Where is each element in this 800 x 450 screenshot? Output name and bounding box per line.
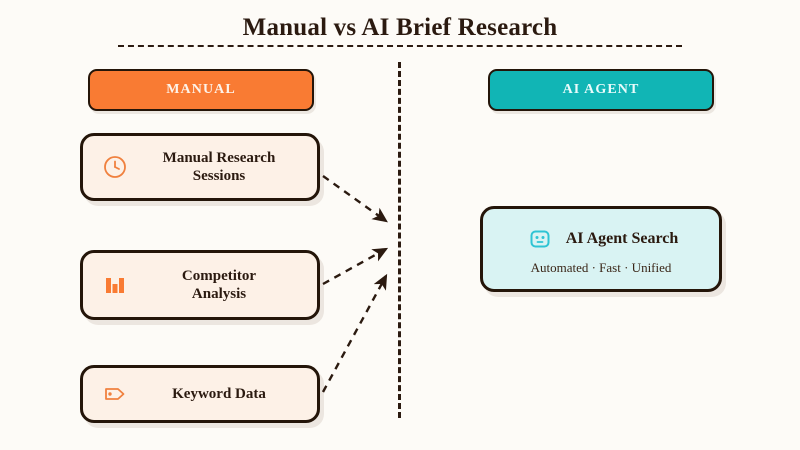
tag-icon	[99, 378, 131, 410]
bar-chart-icon	[99, 269, 131, 301]
connector-arrow-2	[322, 247, 389, 286]
card-keyword-data[interactable]: Keyword Data	[80, 365, 320, 423]
card-ai-agent-search-subtitle: Automated · Fast · Unified	[530, 259, 672, 275]
connector-arrow-3	[321, 273, 388, 393]
column-header-ai-agent: AI AGENT	[488, 69, 714, 111]
robot-icon	[524, 223, 556, 255]
card-label-line2: Sessions	[192, 168, 246, 184]
card-keyword-data-label: Keyword Data	[172, 385, 266, 402]
card-ai-agent-search-title: AI Agent Search	[565, 229, 679, 247]
card-label-line1: Manual Research	[162, 149, 276, 166]
column-header-manual-label: MANUAL	[166, 82, 236, 97]
card-label-line1: Competitor	[181, 267, 257, 284]
title-divider-line	[118, 45, 682, 47]
column-header-manual: MANUAL	[88, 69, 314, 111]
clock-icon	[99, 151, 131, 183]
card-competitor-analysis-label: Competitor Analysis	[131, 267, 317, 304]
card-manual-research-sessions-label: Manual Research Sessions	[131, 149, 317, 186]
page-title: Manual vs AI Brief Research	[242, 14, 558, 41]
center-divider	[398, 62, 401, 418]
ai-card-header-row: AI Agent Search	[524, 223, 679, 255]
card-competitor-analysis[interactable]: Competitor Analysis	[80, 250, 320, 320]
connector-arrow-1	[322, 175, 388, 223]
card-ai-agent-search[interactable]: AI Agent Search Automated · Fast · Unifi…	[480, 206, 722, 292]
card-label-line2: Analysis	[191, 286, 247, 302]
card-manual-research-sessions[interactable]: Manual Research Sessions	[80, 133, 320, 201]
column-header-ai-agent-label: AI AGENT	[562, 82, 640, 97]
